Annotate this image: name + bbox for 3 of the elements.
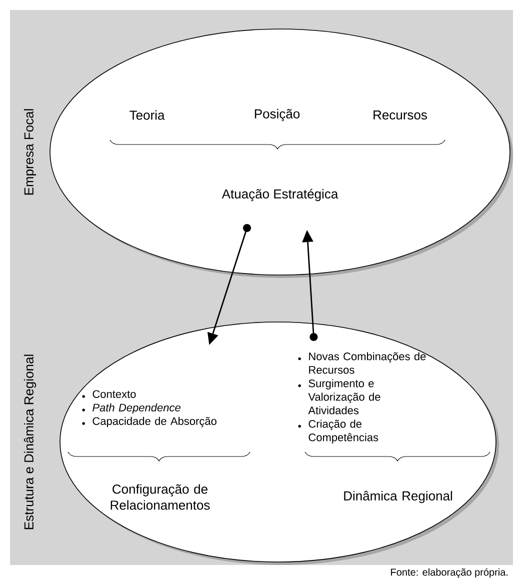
side-label: Estrutura e Dinâmica Regional [24,354,36,530]
source-note: Fonte: elaboração própria. [391,568,508,578]
side-label: Empresa Focal [24,109,36,195]
